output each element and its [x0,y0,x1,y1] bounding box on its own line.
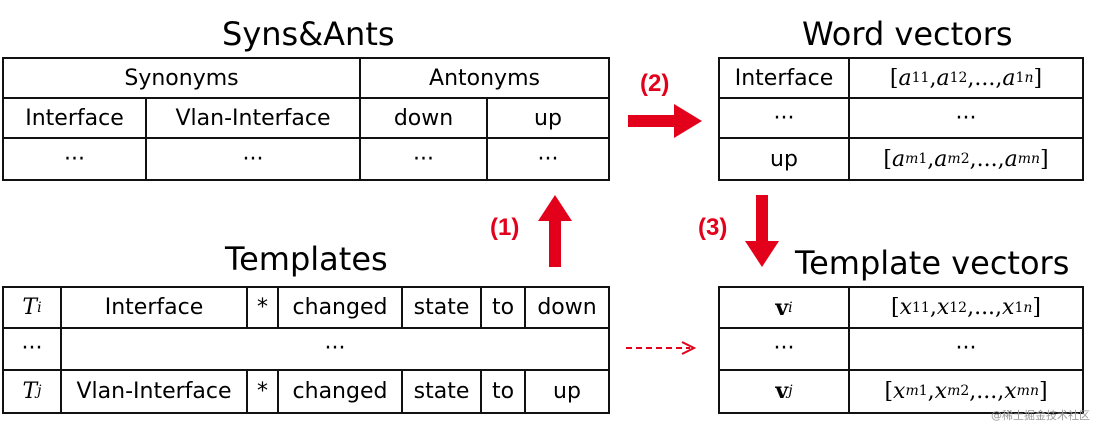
ellipsis-cell: ··· [62,329,608,371]
word-cell: up [720,139,850,179]
template-token: state [403,288,482,330]
template-token: state [403,370,482,412]
syn-cell: Vlan-Interface [147,99,361,139]
template-token: Interface [62,288,248,330]
ellipsis-cell: ··· [147,139,361,179]
synonyms-header: Synonyms [4,59,361,99]
ellipsis-cell: ··· [4,329,62,371]
template-token: to [482,370,526,412]
ellipsis-cell: ··· [361,139,488,179]
step-2-label: (2) [640,70,670,97]
arrow-up-icon [538,195,572,267]
template-token: * [248,370,279,412]
ellipsis-cell: ··· [537,146,559,172]
word-cell: Interface [720,59,850,99]
template-token: up [553,378,581,404]
ant-cell: up [488,99,608,139]
dashed-arrow-right-icon [626,341,697,355]
antonyms-header: Antonyms [361,59,608,99]
ellipsis-cell: ··· [4,139,147,179]
step-1-label: (1) [490,214,520,241]
ant-cell: down [361,99,488,139]
template-token: changed [279,370,403,412]
arrow-down-icon [745,195,779,267]
syn-cell: Interface [4,99,147,139]
template-token: * [248,288,279,330]
template-token: to [482,288,526,330]
watermark: @稀土掘金技术社区 [991,409,1090,422]
arrow-right-icon [628,104,702,138]
step-3-label: (3) [698,214,728,241]
syns-ants-title: Syns&Ants [222,15,395,53]
word-vectors-title: Word vectors [802,15,1013,53]
template-token: changed [279,288,403,330]
template-vector-id: ··· [720,329,850,371]
template-vectors-title: Template vectors [795,244,1070,282]
templates-title: Templates [225,240,388,278]
syns-ants-table: Synonyms Antonyms Interface Vlan-Interfa… [2,57,610,181]
vector-cell: ··· [850,99,1082,139]
template-token: down [526,288,608,330]
template-token: Vlan-Interface [62,370,248,412]
word-cell: ··· [720,99,850,139]
vector-cell: ··· [850,329,1082,371]
